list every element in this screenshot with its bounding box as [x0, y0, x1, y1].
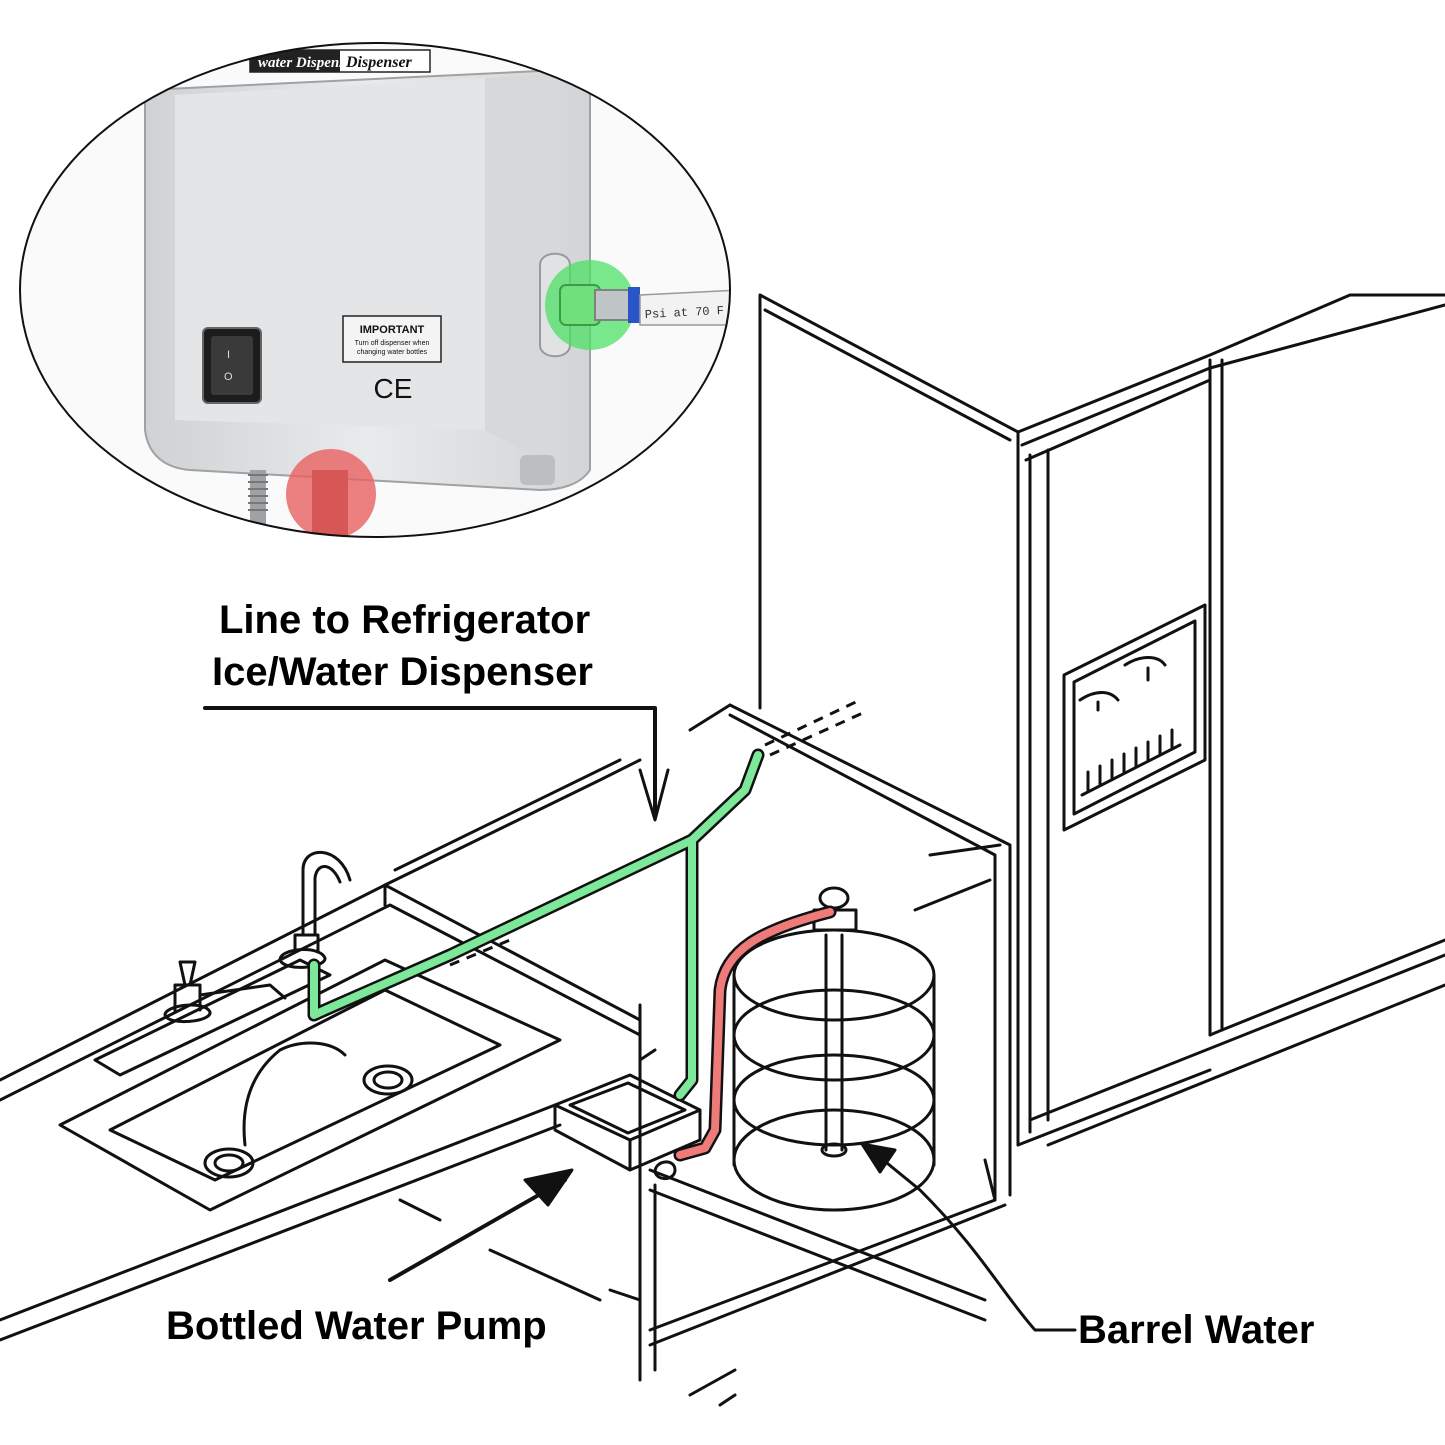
- inlet-water-line: [673, 905, 837, 1162]
- countertop: [0, 758, 737, 1407]
- bottle-rack: [732, 843, 1002, 1212]
- arrow-line-to-fridge: [203, 706, 657, 817]
- notice-line-2: changing water bottles: [357, 349, 428, 356]
- ce-mark-text: CE: [374, 373, 413, 404]
- outlet-tube: [639, 289, 730, 326]
- switch-on-symbol: I: [227, 349, 230, 361]
- wall-panel-back: [763, 308, 1012, 442]
- cabinet-box: [688, 703, 1012, 1197]
- switch-off-symbol: O: [224, 371, 233, 383]
- arrow-barrel: [863, 1143, 1077, 1332]
- callout-bottled-water-pump: Bottled Water Pump: [166, 1304, 547, 1348]
- refrigerator: [1016, 293, 1445, 1147]
- product-banner-text: water Dispenser: [258, 55, 358, 71]
- pump-photo-inset: water Dispenser Dispenser I O IMPORTANT …: [19, 42, 731, 538]
- product-banner-label: water Dispenser: [258, 55, 358, 71]
- outlet-water-line: [307, 748, 765, 1102]
- important-notice: [342, 315, 442, 363]
- pump-box: [553, 1073, 702, 1180]
- callout-barrel-water: Barrel Water: [1078, 1308, 1315, 1352]
- kitchen-drawing: [0, 293, 1445, 1407]
- callout-line-to-refrigerator: Line to Refrigerator: [219, 598, 591, 642]
- callout-ice-water-dispenser: Ice/Water Dispenser: [212, 650, 593, 694]
- svg-text:Dispenser: Dispenser: [345, 54, 413, 71]
- arrow-pump: [388, 1178, 567, 1282]
- tube-print-text: Psi at 70 F: [644, 304, 724, 322]
- notice-title: IMPORTANT: [360, 324, 425, 336]
- notice-line-1: Turn off dispenser when: [355, 340, 430, 347]
- sink: [58, 851, 562, 1212]
